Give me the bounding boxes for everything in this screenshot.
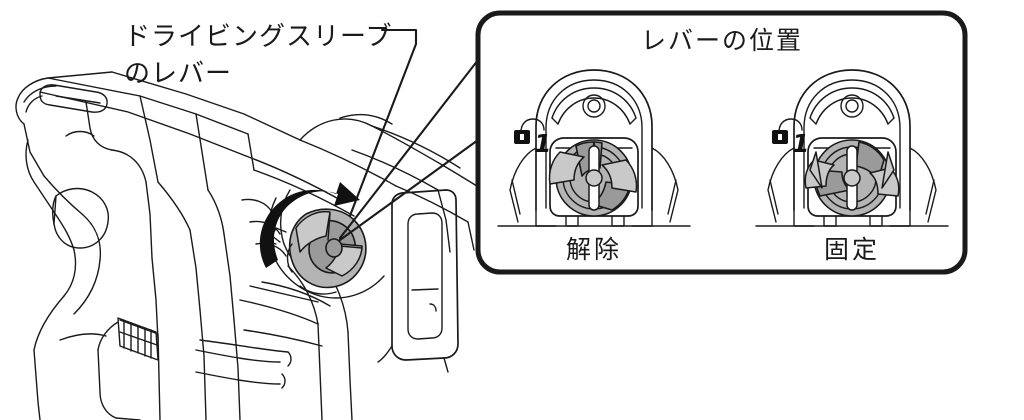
- knob-release: [548, 139, 638, 217]
- marker-number-release: 1: [534, 129, 551, 158]
- open-padlock-icon-release: 1: [514, 118, 551, 158]
- callout-panel: レバーの位置: [475, 10, 968, 275]
- knob-fixed: [804, 139, 900, 217]
- callout-connector-wedge: [338, 58, 480, 242]
- depth-gauge-plate: [377, 189, 459, 373]
- rotation-arrow: [259, 182, 360, 268]
- position-diagram-release: 1 解除: [497, 69, 691, 264]
- lever-label-line-2: のレバー: [124, 59, 232, 89]
- lever-label-line-1: ドライビングスリーブ: [124, 22, 392, 52]
- rotary-hammer-tool-drawing: [15, 58, 503, 420]
- state-label-release: 解除: [566, 235, 622, 264]
- vent-grille: [117, 317, 159, 361]
- position-diagram-fixed: 1 固定: [755, 69, 949, 264]
- lever-annotation-label: ドライビングスリーブ のレバー: [124, 22, 392, 89]
- marker-number-fixed: 1: [792, 129, 809, 158]
- open-padlock-icon-fixed: 1: [772, 118, 809, 158]
- state-label-fixed: 固定: [824, 235, 880, 264]
- leader-line-to-lever: [336, 28, 418, 249]
- callout-panel-title: レバーの位置: [641, 26, 803, 55]
